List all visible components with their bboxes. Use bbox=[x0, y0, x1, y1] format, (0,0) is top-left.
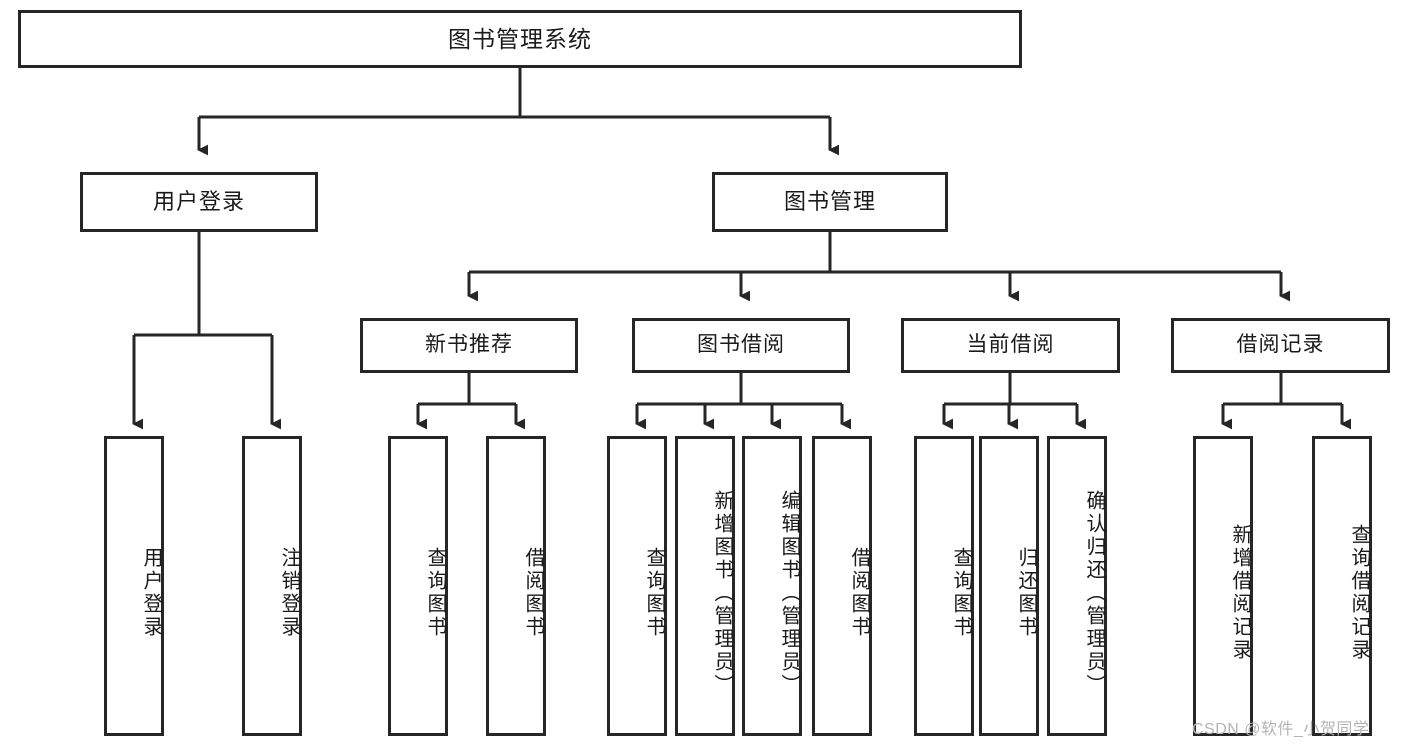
leaf-query-book-newbook[interactable]: 查询图书 bbox=[388, 436, 448, 736]
watermark-csdn: CSDN @软件_小贺同学 bbox=[1192, 721, 1370, 738]
leaf-return-book[interactable]: 归还图书 bbox=[979, 436, 1039, 736]
leaf-add-borrow-record[interactable]: 新增借阅记录 bbox=[1193, 436, 1253, 736]
node-book-borrow[interactable]: 图书借阅 bbox=[632, 318, 850, 373]
leaf-logout[interactable]: 注销登录 bbox=[242, 436, 302, 736]
node-borrow-record[interactable]: 借阅记录 bbox=[1171, 318, 1390, 373]
leaf-add-book-admin[interactable]: 新增图书（管理员） bbox=[675, 436, 735, 736]
node-user-login[interactable]: 用户登录 bbox=[80, 172, 318, 232]
leaf-query-borrow-record[interactable]: 查询借阅记录 bbox=[1312, 436, 1372, 736]
leaf-confirm-return-admin[interactable]: 确认归还（管理员） bbox=[1047, 436, 1107, 736]
leaf-borrow-book-newbook[interactable]: 借阅图书 bbox=[486, 436, 546, 736]
leaf-edit-book-admin[interactable]: 编辑图书（管理员） bbox=[742, 436, 802, 736]
leaf-query-book-current[interactable]: 查询图书 bbox=[914, 436, 974, 736]
node-root[interactable]: 图书管理系统 bbox=[18, 10, 1022, 68]
node-new-book-recommend[interactable]: 新书推荐 bbox=[360, 318, 578, 373]
leaf-borrow-book-borrow[interactable]: 借阅图书 bbox=[812, 436, 872, 736]
leaf-query-book-borrow[interactable]: 查询图书 bbox=[607, 436, 667, 736]
node-book-management[interactable]: 图书管理 bbox=[712, 172, 948, 232]
leaf-user-login[interactable]: 用户登录 bbox=[104, 436, 164, 736]
node-current-borrow[interactable]: 当前借阅 bbox=[901, 318, 1120, 373]
